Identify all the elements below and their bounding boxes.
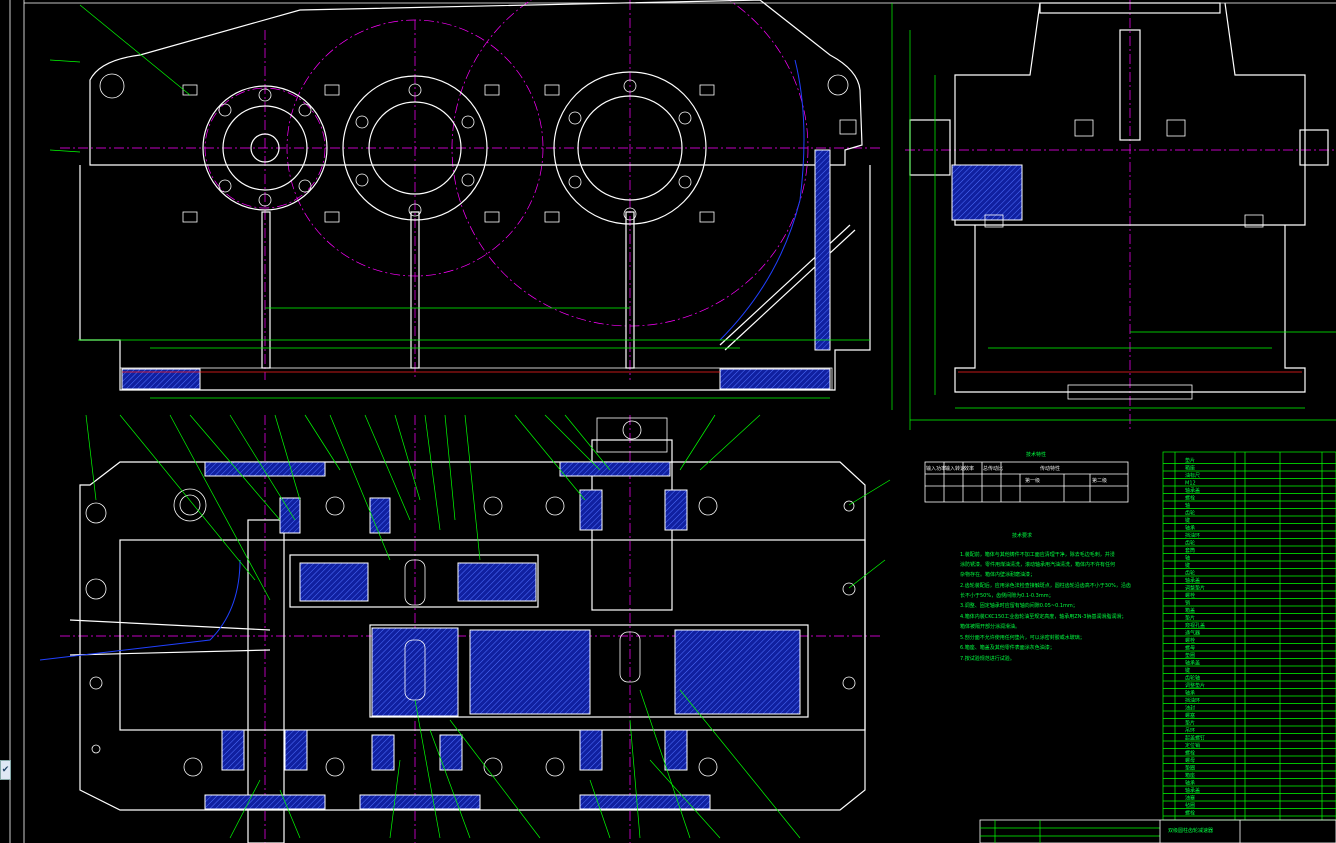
note-line: 箱体被隔开部分涂润滑油。 <box>960 623 1020 630</box>
parts-list-item: 键 <box>1185 517 1190 524</box>
parts-list-item: 齿轮 <box>1185 540 1195 547</box>
parts-list-item: 齿轮轴 <box>1185 675 1200 682</box>
parts-list-item: 吊环 <box>1185 728 1195 734</box>
note-line: 涂防锈漆。零件用煤油清洗，滚动轴承用汽油清洗，箱体内不许有任何 <box>960 561 1115 568</box>
plan-view <box>39 414 891 843</box>
parts-list-item: 销 <box>1185 600 1190 607</box>
title-block-name: 双级圆柱齿轮减速器 <box>1168 827 1213 834</box>
table-subheader-stage1: 第一级 <box>1025 477 1040 484</box>
parts-list-item: 垫圈 <box>1185 765 1195 772</box>
parts-list-item: 轴承 <box>1185 690 1195 697</box>
parts-list-item: 螺栓 <box>1185 810 1195 817</box>
technical-requirements: 技术要求 1.装配前，箱体与其他铸件不加工面应清理干净，除去毛边毛刺，并浸 涂防… <box>960 532 1131 662</box>
parts-list-item: 轴承盖 <box>1185 787 1200 794</box>
parts-list-item: 键 <box>1185 667 1190 674</box>
parts-list-item: 定位销 <box>1185 742 1200 749</box>
table-header-efficiency: 效率 <box>964 465 974 472</box>
parts-list-item: 螺栓 <box>1185 750 1195 757</box>
title-block: 双级圆柱齿轮减速器 <box>979 819 1336 843</box>
parts-list-item: 套筒 <box>1185 547 1195 554</box>
parts-list-item: 轴 <box>1185 555 1190 562</box>
table-header-total-ratio: 总传动比 <box>983 465 1003 472</box>
parts-list-item: 轴承盖 <box>1185 577 1200 584</box>
parts-list-item: M12 <box>1185 481 1196 487</box>
note-line: 5.剖分面不允许使用任何垫片，可以涂密封胶或水玻璃； <box>960 634 1085 641</box>
parts-list-item: 齿轮 <box>1185 570 1195 577</box>
parts-list-item: 轴承 <box>1185 525 1195 532</box>
parts-list-item: 螺母 <box>1185 757 1195 764</box>
note-line: 7.按试验规范进行试验。 <box>960 655 1015 662</box>
parts-list-item: 垫圈 <box>1185 652 1195 659</box>
parts-list-item: 螺栓 <box>1185 637 1195 644</box>
parts-list-item: 轴 <box>1185 502 1190 509</box>
table-header-input-power: 输入功率 <box>926 465 946 472</box>
parts-list-item: 通气器 <box>1185 630 1200 637</box>
parts-list-item: 调整垫片 <box>1185 585 1205 592</box>
note-line: 长不小于50%，齿侧间隙为0.1-0.3mm； <box>960 592 1054 599</box>
side-view <box>905 0 1336 430</box>
parts-list-item: 轴承盖 <box>1185 660 1200 667</box>
parts-list-item: 毡圈 <box>1185 802 1195 809</box>
table-subheader-stage2: 第二级 <box>1092 477 1107 484</box>
front-view <box>49 0 880 399</box>
parts-list-item: 垫片 <box>1185 720 1195 727</box>
table-title: 技术特性 <box>1026 451 1046 458</box>
table-header-input-speed: 输入转速 <box>945 465 965 472</box>
parts-list-item: 起盖螺钉 <box>1185 735 1205 742</box>
parts-list-item: 螺塞 <box>1185 712 1195 719</box>
note-line: 杂物存在。箱体内壁涂耐磨油漆； <box>960 571 1035 578</box>
table-header-transmission: 传动特性 <box>1040 465 1060 472</box>
parts-list: 垫片箱座油标尺M12轴承盖螺栓轴齿轮键轴承挡油环齿轮套筒轴键齿轮轴承盖调整垫片螺… <box>1162 451 1336 821</box>
parts-list-item: 挡油环 <box>1185 697 1200 704</box>
note-line: 1.装配前，箱体与其他铸件不加工面应清理干净，除去毛边毛刺，并浸 <box>960 551 1115 558</box>
parts-list-item: 轴承盖 <box>1185 487 1200 494</box>
note-line: 3.调整、固定轴承时应留有轴向间隙0.05~0.1mm； <box>960 602 1078 609</box>
drawing-frame <box>9 0 1336 843</box>
parts-list-item: 键 <box>1185 562 1190 569</box>
parts-list-item: 螺栓 <box>1185 495 1195 502</box>
note-line: 2.齿轮装配后，应用涂色法检查接触斑点，圆柱齿轮沿齿高不小于30%，沿齿 <box>960 582 1131 589</box>
parts-list-item: 箱盖 <box>1185 607 1195 614</box>
parts-list-item: 油塞 <box>1185 795 1195 802</box>
parts-list-item: 箱座 <box>1185 465 1195 472</box>
parts-list-item: 垫片 <box>1185 457 1195 464</box>
note-line: 4.箱体内装CKC150工业齿轮油至规定高度，轴承用ZN-3钠基润滑脂润滑； <box>960 613 1126 620</box>
parts-list-item: 油标尺 <box>1185 472 1200 479</box>
parts-list-item: 挡油环 <box>1185 532 1200 539</box>
parts-list-item: 螺栓 <box>1185 592 1195 599</box>
parts-list-item: 窥视孔盖 <box>1185 622 1205 629</box>
pencil-check-icon[interactable]: ✔ <box>0 760 11 780</box>
tech-spec-table: 技术特性 输入功率 输入转速 效率 总传动比 传动特性 第一级 第二级 <box>924 451 1129 503</box>
parts-list-item: 油封 <box>1185 705 1195 712</box>
note-line: 6.箱座、箱盖及其他零件表面涂灰色油漆； <box>960 644 1055 651</box>
notes-title: 技术要求 <box>1012 532 1032 539</box>
parts-list-item: 轴承 <box>1185 780 1195 787</box>
parts-list-item: 螺母 <box>1185 645 1195 652</box>
parts-list-item: 垫片 <box>1185 615 1195 622</box>
parts-list-item: 调整垫片 <box>1185 682 1205 689</box>
parts-list-item: 箱座 <box>1185 772 1195 779</box>
parts-list-item: 齿轮 <box>1185 510 1195 517</box>
